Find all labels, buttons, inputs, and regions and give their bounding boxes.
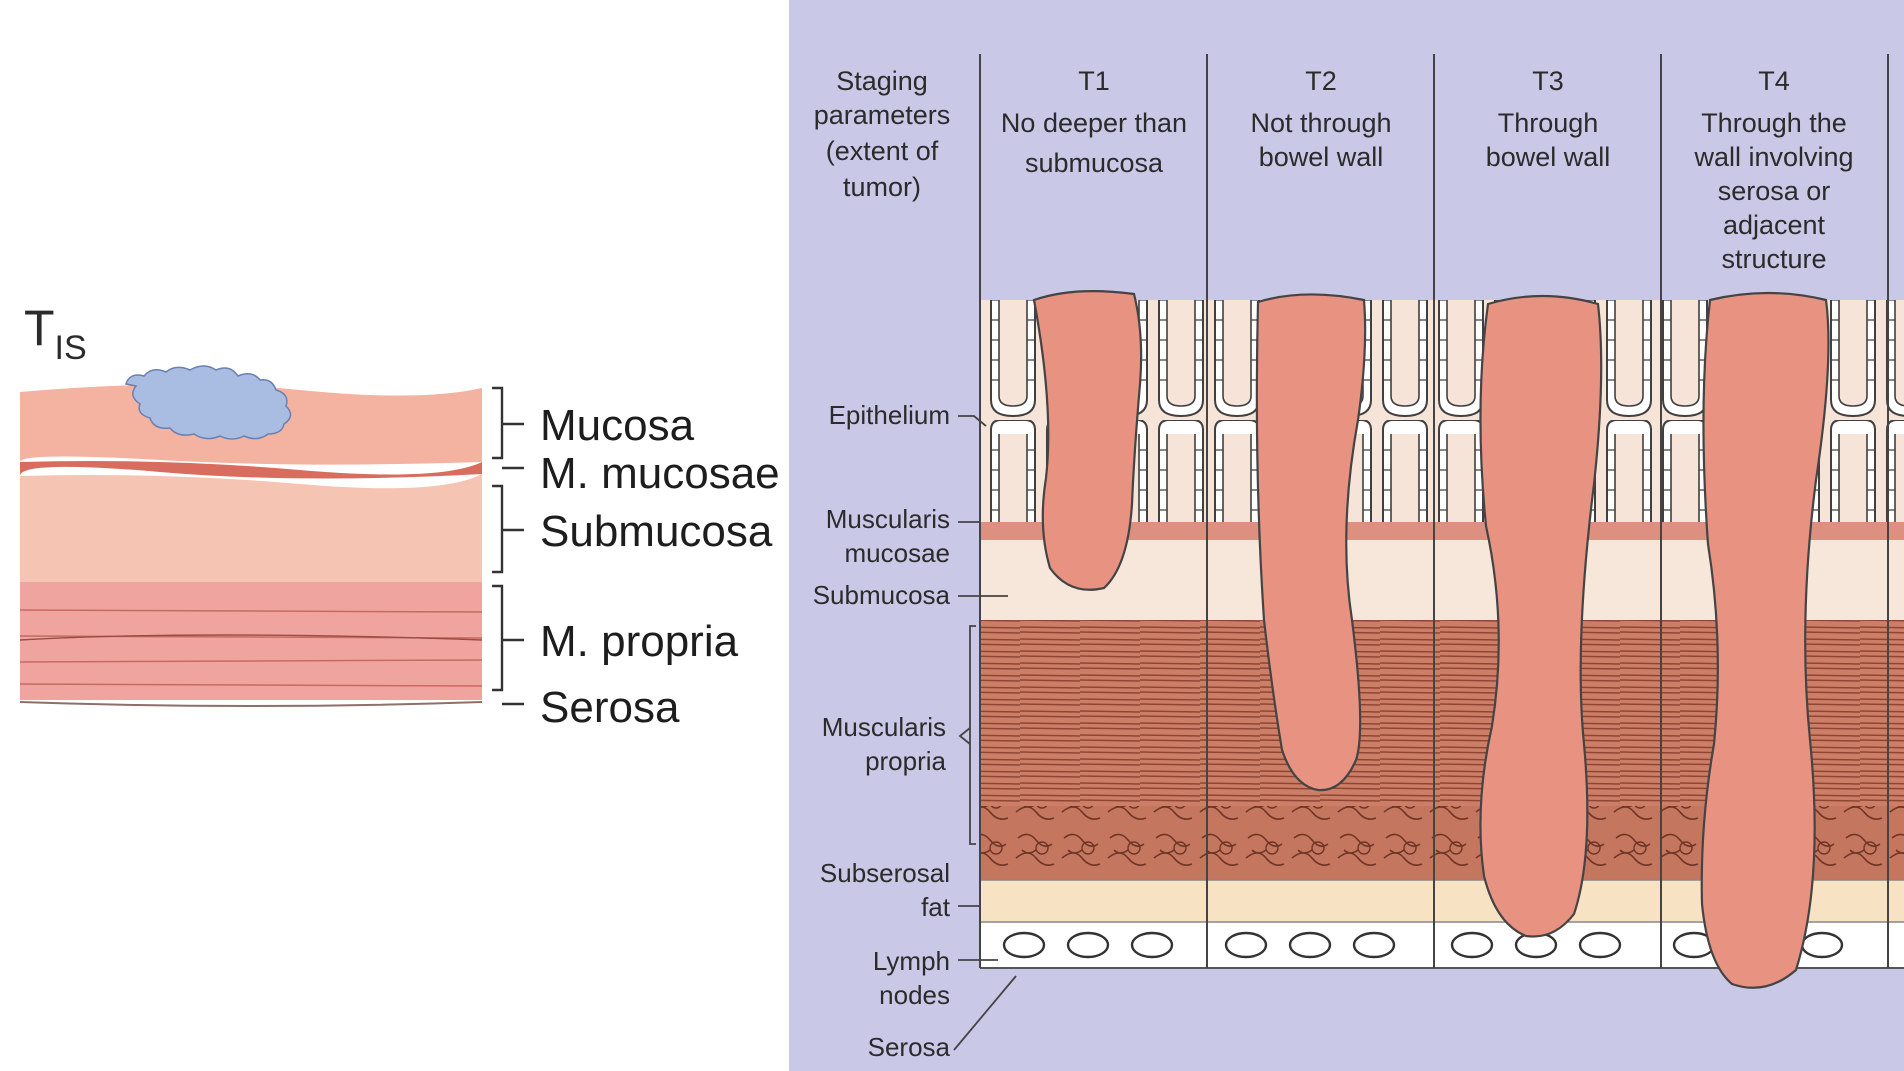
stage-t2-title: T2 (1305, 66, 1337, 96)
header-line-1: Staging (836, 66, 928, 96)
stage-t4-title: T4 (1758, 66, 1790, 96)
label-submucosa: Submucosa (813, 580, 951, 610)
label-muscularis-mucosae-2: mucosae (845, 538, 951, 568)
stage-t3-header: T3 Through bowel wall (1486, 66, 1611, 172)
stage-t2-line-1: Not through (1250, 108, 1391, 138)
submucosa-layer (20, 474, 482, 582)
left-brackets (492, 386, 524, 706)
stage-t1-line-2: submucosa (1025, 148, 1164, 178)
tis-main: T (24, 300, 55, 356)
label-muscularis-propria-1: Muscularis (822, 712, 946, 742)
stage-t4-line-4: adjacent (1723, 210, 1826, 240)
stage-t1-title: T1 (1078, 66, 1110, 96)
tumor-t3 (1479, 294, 1603, 938)
label-lymph-nodes-2: nodes (879, 980, 950, 1010)
header-line-4: tumor) (843, 172, 921, 202)
muscularis-mucosae-strip (980, 522, 1904, 540)
layer-label-serosa: Serosa (540, 683, 680, 732)
m-propria-layer (20, 582, 482, 700)
layer-label-submucosa: Submucosa (540, 507, 773, 556)
tis-tumor (125, 365, 292, 440)
column-dividers (979, 54, 1889, 968)
label-muscularis-propria-2: propria (865, 746, 946, 776)
staging-parameters-header: Staging parameters (extent of tumor) (814, 66, 951, 202)
header-line-3: (extent of (826, 136, 939, 166)
stage-t3-title: T3 (1532, 66, 1564, 96)
stage-t3-line-1: Through (1498, 108, 1599, 138)
leader-lines (953, 415, 1017, 1051)
stage-t1-line-1: No deeper than (1001, 108, 1187, 138)
layer-label-mucosa: Mucosa (540, 401, 695, 450)
stage-t2-header: T2 Not through bowel wall (1250, 66, 1391, 172)
stage-t4-line-2: wall involving (1693, 142, 1853, 172)
stage-t4-line-1: Through the (1701, 108, 1847, 138)
stage-t2-line-2: bowel wall (1259, 142, 1384, 172)
stage-t4-line-3: serosa or (1718, 176, 1831, 206)
layer-label-m-mucosae: M. mucosae (540, 449, 780, 498)
label-epithelium: Epithelium (829, 400, 950, 430)
layer-label-m-propria: M. propria (540, 617, 739, 666)
label-subserosal-fat-1: Subserosal (820, 858, 950, 888)
tumor-t2 (1255, 293, 1367, 792)
serosa-line (19, 701, 483, 707)
tumor-t1 (1032, 289, 1143, 591)
stage-t3-line-2: bowel wall (1486, 142, 1611, 172)
label-serosa: Serosa (868, 1032, 951, 1062)
tis-label: TIS (24, 300, 87, 367)
label-lymph-nodes-1: Lymph (873, 946, 950, 976)
tis-subscript: IS (55, 329, 87, 367)
tumor-t4 (1700, 291, 1830, 989)
right-panel: Staging parameters (extent of tumor) T1 … (789, 0, 1904, 1071)
stage-t1-header: T1 No deeper than submucosa (1001, 66, 1187, 178)
label-subserosal-fat-2: fat (921, 892, 951, 922)
tumors (1032, 289, 1830, 989)
stage-t4-line-5: structure (1721, 244, 1826, 274)
muscularis-mucosae-band (20, 461, 482, 479)
header-line-2: parameters (814, 100, 951, 130)
label-muscularis-mucosae-1: Muscularis (826, 504, 950, 534)
left-panel: TIS Mucosa M. mucosae Submucosa M. propr… (19, 300, 780, 732)
stage-t4-header: T4 Through the wall involving serosa or … (1693, 66, 1853, 274)
